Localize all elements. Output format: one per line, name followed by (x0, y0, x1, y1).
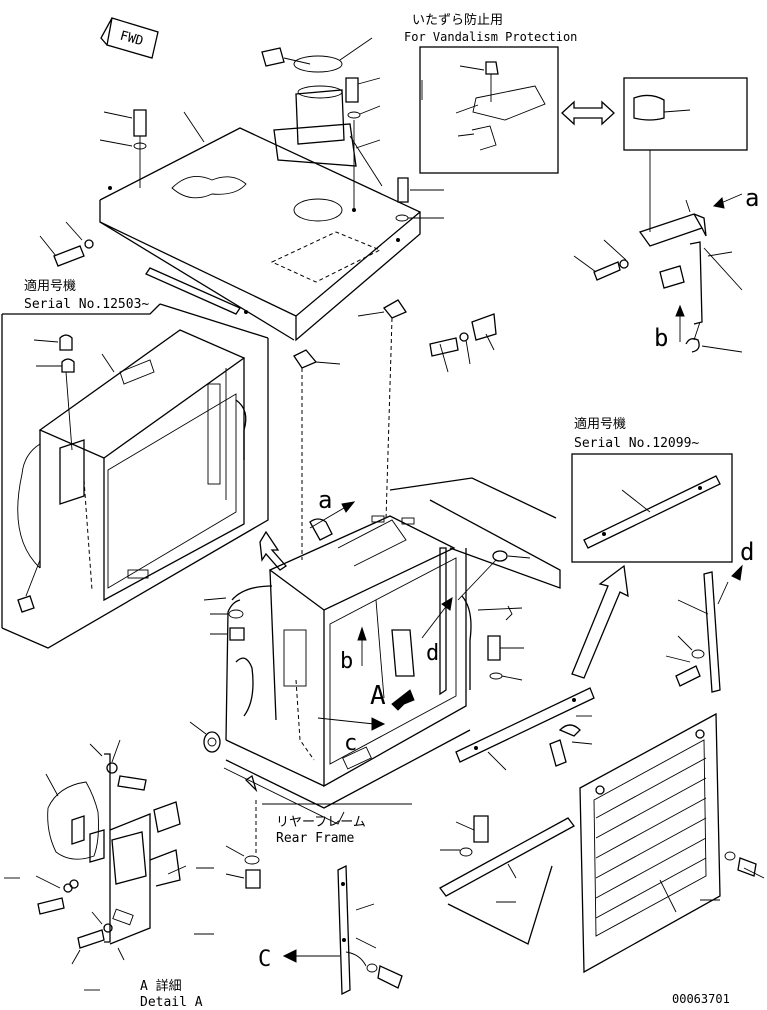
rear-frame-bolt (225, 800, 261, 889)
callout-A-frame: A (370, 681, 386, 711)
inset-pointer-arrow (259, 530, 287, 571)
frame-outline-leader (429, 499, 561, 589)
serial-12099-inset (571, 453, 733, 563)
serial-12503-inset (1, 303, 269, 649)
callout-c-frame: c (344, 731, 357, 756)
bottom-strip-c (282, 864, 403, 996)
cross-angle-bar (455, 687, 595, 771)
latch-assembly (573, 150, 743, 353)
connector-pins (293, 299, 407, 560)
rear-frame-jp-label: リヤーフレーム (276, 815, 366, 830)
callout-C-bottom: C (258, 947, 271, 972)
lower-bracket (439, 815, 575, 945)
top-cover (99, 127, 422, 342)
callout-a-right: a (745, 184, 759, 212)
filler-assembly (261, 37, 383, 210)
inset-outline-leader (389, 477, 557, 519)
side-bolts (395, 177, 497, 373)
radiator-grille (549, 712, 765, 974)
callout-b-frame: b (340, 649, 353, 674)
detail-a-jp-label: A 詳細 (140, 978, 182, 994)
detail-a-drawing (4, 739, 214, 991)
serial-12099-jp-label: 適用号機 (574, 416, 626, 432)
callout-d-right: d (740, 538, 754, 566)
vandalism-protection-en-label: For Vandalism Protection (404, 30, 577, 44)
frame-side-bolts (203, 597, 245, 641)
alternative-arrow (561, 100, 615, 126)
forward-direction-marker: FWD (100, 17, 159, 59)
callout-d-frame: d (426, 641, 439, 666)
detail-a-en-label: Detail A (140, 995, 203, 1010)
arrow-c-frame (317, 717, 386, 731)
drawing-number: 00063701 (672, 992, 730, 1006)
arrow-a (309, 501, 356, 529)
arrow-d-frame (421, 597, 453, 639)
pointer-arrow-up (571, 564, 629, 679)
vandalism-protection-jp-label: いたずら防止用 (412, 12, 503, 28)
pin-a (309, 518, 333, 541)
arrow-A-frame (391, 689, 415, 711)
vandalism-protection-inset (419, 46, 559, 174)
fwd-label: FWD (118, 29, 145, 50)
main-frame (189, 515, 472, 825)
lock-inset (623, 77, 748, 151)
arrow-b-frame (357, 626, 367, 641)
serial-12503-en-label: Serial No.12503~ (24, 297, 149, 312)
frame-right-bolts (457, 550, 531, 681)
serial-12503-jp-label: 適用号機 (24, 278, 76, 294)
rear-frame-en-label: Rear Frame (276, 831, 354, 846)
top-cover-bolts (39, 109, 205, 267)
side-bar-d (665, 564, 743, 693)
callout-b-right: b (654, 324, 668, 352)
serial-12099-en-label: Serial No.12099~ (574, 436, 699, 451)
callout-a-frame: a (318, 486, 332, 514)
